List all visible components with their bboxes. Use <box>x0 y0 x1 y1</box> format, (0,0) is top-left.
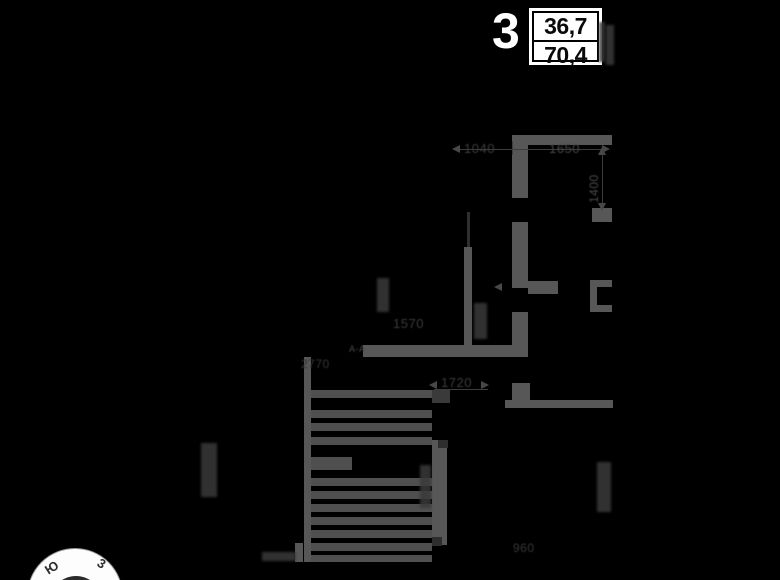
stair-step <box>311 478 432 486</box>
blurred-annotation <box>597 462 611 512</box>
wall-segment <box>467 212 470 247</box>
compass-rose: Ю 3 <box>27 548 123 580</box>
dimension-label: А-А <box>349 344 366 354</box>
wall-segment <box>512 222 528 288</box>
wall-segment <box>505 400 613 408</box>
stair-step <box>311 530 432 538</box>
stair-step <box>311 504 432 512</box>
stair-step <box>311 517 432 525</box>
dimension-arrow-right <box>481 381 489 389</box>
dimension-label: 1650 <box>549 141 580 156</box>
wall-segment <box>597 280 612 287</box>
dimension-label: 1570 <box>393 316 424 331</box>
wall-segment <box>597 305 612 312</box>
blurred-annotation <box>606 25 614 65</box>
wall-segment <box>432 390 450 403</box>
wall-segment <box>432 440 447 545</box>
dimension-label: 1720 <box>441 375 472 390</box>
stair-step <box>311 491 432 499</box>
blurred-annotation <box>599 22 605 62</box>
wall-segment <box>512 383 530 400</box>
compass-needle <box>50 576 102 580</box>
dimension-line <box>512 141 513 155</box>
blurred-annotation <box>420 465 431 508</box>
dimension-line <box>602 150 603 208</box>
stair-step <box>311 437 432 445</box>
wall-segment <box>304 357 311 562</box>
dimension-line <box>434 389 488 390</box>
dimension-label: 1400 <box>587 174 601 203</box>
apartment-number: 3 <box>492 3 520 59</box>
wall-segment <box>363 345 528 357</box>
dimension-arrow-right <box>602 145 610 153</box>
wall-segment <box>295 543 303 562</box>
dimension-label: 1040 <box>464 141 495 156</box>
wall-segment <box>512 312 528 347</box>
wall-segment <box>464 247 472 347</box>
dimension-arrow-left <box>452 145 460 153</box>
dimension-arrow-left <box>494 283 502 291</box>
stair-step <box>311 410 432 418</box>
area-box: 36,7 70,4 <box>529 8 602 68</box>
wall-segment <box>432 537 442 546</box>
wall-segment <box>528 281 558 294</box>
wall-segment <box>512 145 528 198</box>
dimension-arrow-down <box>598 203 606 211</box>
blurred-annotation <box>201 443 217 497</box>
wall-segment <box>592 208 612 222</box>
dimension-arrow-left <box>429 381 437 389</box>
dimension-label: 2770 <box>301 357 330 371</box>
stair-step <box>311 555 432 562</box>
living-area-value: 36,7 <box>534 13 597 42</box>
compass-south-label: Ю <box>42 557 62 578</box>
dimension-label: 960 <box>513 541 535 555</box>
stair-step <box>311 390 432 398</box>
dimension-line <box>456 149 606 150</box>
wall-segment <box>590 280 597 312</box>
wall-segment <box>512 135 612 145</box>
wall-segment <box>438 440 448 448</box>
blurred-annotation <box>474 303 487 339</box>
blurred-annotation <box>377 278 389 312</box>
area-box-frame: 36,7 70,4 <box>532 11 599 68</box>
stair-step <box>311 457 352 470</box>
total-area-value: 70,4 <box>544 42 587 68</box>
stair-step <box>311 543 432 551</box>
blurred-annotation <box>262 552 296 561</box>
stair-step <box>311 423 432 431</box>
compass-west-label: 3 <box>94 555 109 572</box>
